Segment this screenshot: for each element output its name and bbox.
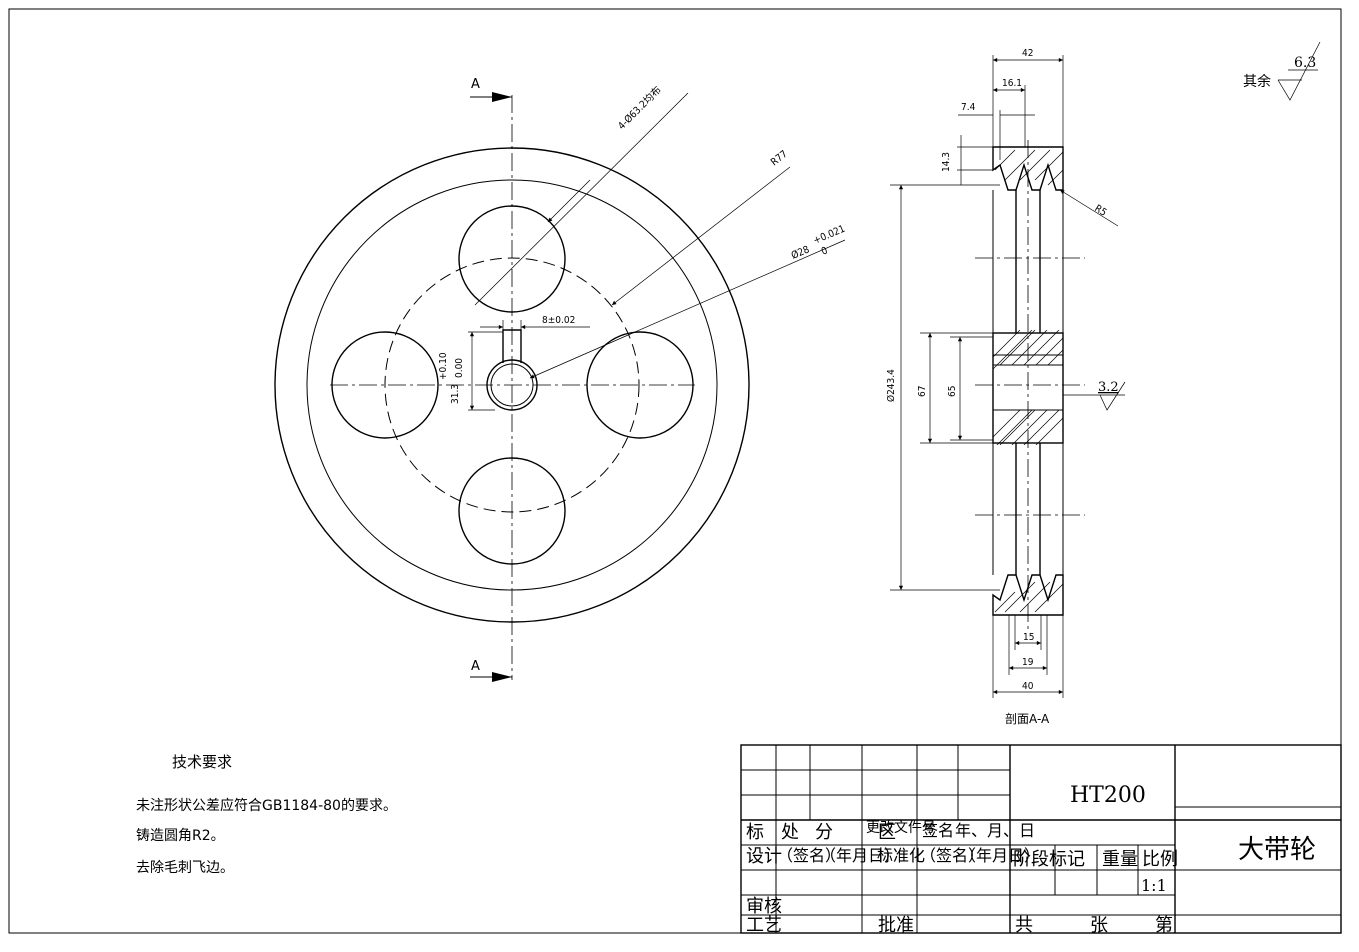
front-view (274, 92, 846, 682)
dim-14-3: 14.3 (941, 152, 952, 172)
tb-review-label: 审核 (746, 896, 782, 917)
tb-label-biao: 标 (746, 822, 764, 843)
holes-note: 4-Ø63.2均布 (616, 84, 664, 132)
bore-tol-upper: +0.021 (812, 224, 847, 247)
tb-scale-value: 1:1 (1141, 876, 1167, 895)
tb-label-fen: 分 (815, 822, 833, 843)
tb-sheet-no: 第 (1155, 915, 1173, 936)
keyway-width-dim: 8±0.02 (542, 315, 575, 326)
dim-7-4: 7.4 (961, 102, 976, 113)
tb-process-label: 工艺 (746, 915, 782, 936)
tb-label-sign: 签名 (922, 821, 954, 840)
bore-tol-lower: 0 (820, 245, 830, 257)
dim-65: 65 (947, 386, 958, 397)
tech-req-item-1: 未注形状公差应符合GB1184-80的要求。 (136, 797, 397, 814)
tb-design-date: （年月日） (820, 846, 900, 865)
tb-stage-label: 阶段标记 (1013, 849, 1085, 870)
tb-scale-label: 比例 (1142, 849, 1178, 870)
section-mark-bottom: A (471, 659, 480, 674)
dim-19: 19 (1022, 657, 1034, 668)
sheet-border (8, 8, 1342, 934)
tb-label-standard: 标准化 (877, 846, 925, 865)
tb-label-change-doc: 更改文件号 (866, 820, 936, 836)
dim-dia-243: Ø243.4 (885, 369, 897, 402)
keyway-tol-upper: +0.10 (438, 352, 449, 380)
tb-sheet-no-unit: 张 (1165, 946, 1166, 949)
dim-40: 40 (1022, 681, 1034, 692)
holes-leader (474, 92, 689, 306)
r77-leader (611, 166, 791, 306)
roughness-bore: 3.2 (1098, 380, 1119, 395)
tb-sheets-unit: 张 (1090, 915, 1108, 936)
tb-standard-sign: （签名） (920, 846, 984, 865)
tb-label-chu: 处 (781, 822, 799, 843)
roughness-other-symbol (1277, 41, 1321, 101)
bore-leader (529, 239, 846, 379)
keyway-depth-dim: 31.3 (450, 384, 461, 404)
r77-note: R77 (769, 149, 790, 169)
dim-42: 42 (1022, 48, 1033, 59)
tb-weight-label: 重量 (1102, 849, 1138, 870)
dim-15: 15 (1023, 632, 1034, 643)
dim-r5: R5 (1092, 203, 1108, 219)
tech-req-title: 技术要求 (172, 753, 232, 771)
roughness-other-prefix: 其余 (1243, 73, 1271, 90)
roughness-other-value: 6.3 (1294, 55, 1316, 71)
dim-16-1: 16.1 (1002, 78, 1022, 89)
tb-approve-label: 批准 (878, 915, 914, 936)
tb-design-sign: （签名） (777, 846, 841, 865)
tb-sheets-total: 共 (1015, 915, 1033, 936)
keyway-tol-lower: 0.00 (454, 358, 465, 378)
tech-req-item-3: 去除毛刺飞边。 (136, 860, 234, 876)
tb-standard-date: （年月日） (960, 846, 1040, 865)
section-view (890, 55, 1126, 698)
tb-label-design: 设计 (746, 846, 782, 867)
part-name: 大带轮 (1238, 835, 1316, 865)
section-mark-top: A (471, 77, 480, 92)
material: HT200 (1070, 783, 1146, 808)
title-block (740, 744, 1342, 934)
section-label: 剖面A-A (1005, 712, 1050, 726)
tech-req-item-2: 铸造圆角R2。 (136, 828, 225, 844)
tb-label-date: 年、月、日 (955, 821, 1035, 840)
dim-67: 67 (917, 386, 928, 397)
bore-note: Ø28 (789, 243, 811, 261)
tb-label-qu: 区 (878, 822, 896, 843)
